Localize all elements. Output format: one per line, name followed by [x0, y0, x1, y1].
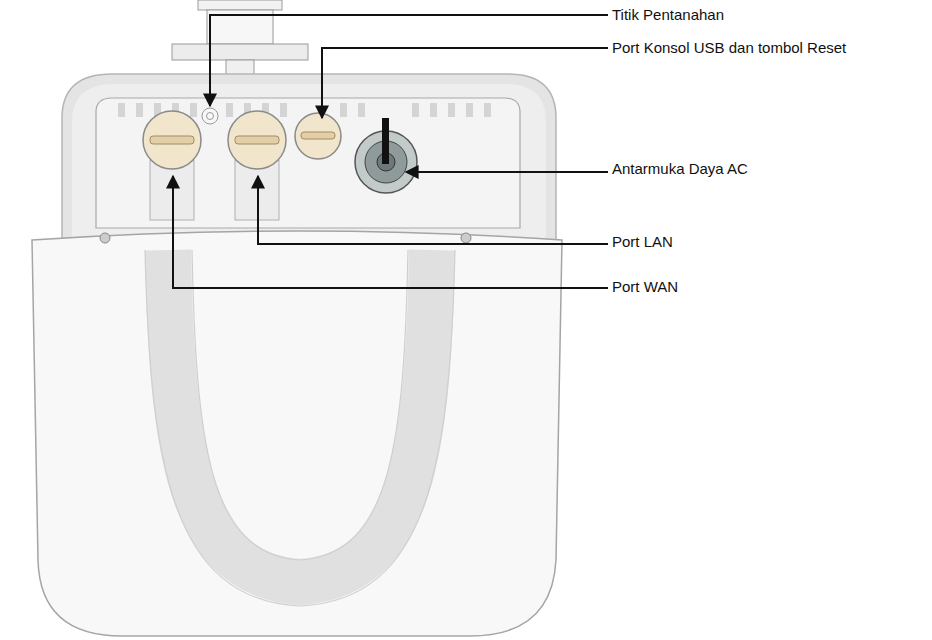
callout-label: Antarmuka Daya AC — [612, 160, 922, 178]
mount-post — [172, 0, 308, 80]
callout-label: Port WAN — [612, 278, 922, 296]
ground-hole — [207, 113, 214, 120]
device-body — [32, 231, 562, 636]
groove-edge — [192, 250, 408, 560]
leader-lines — [173, 15, 608, 288]
ground-point — [202, 108, 218, 124]
body-groove — [168, 250, 432, 582]
usb-console-cap — [295, 113, 341, 159]
ac-power-gland — [355, 118, 417, 193]
groove-edge — [145, 250, 455, 606]
callout-label: Titik Pentanahan — [612, 6, 922, 24]
port-panel — [96, 98, 520, 228]
callout-label: Port LAN — [612, 233, 922, 251]
screw — [100, 233, 110, 243]
callout-label: Port Konsol USB dan tombol Reset — [612, 39, 922, 57]
screw — [461, 233, 471, 243]
